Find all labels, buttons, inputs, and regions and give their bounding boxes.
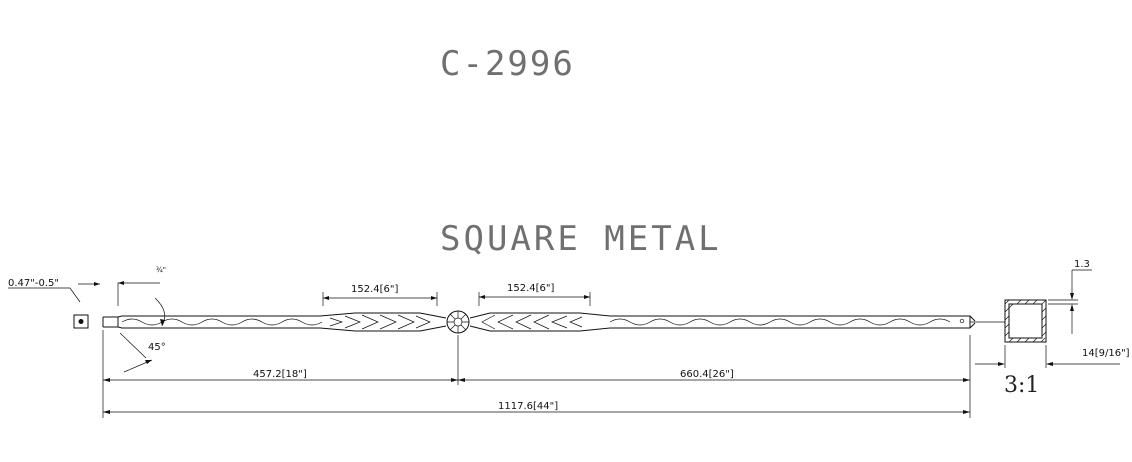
right-twist-length-label: 152.4[6"] — [507, 283, 554, 294]
overall-length-label: 1117.6[44"] — [498, 401, 558, 412]
scale-label: 3:1 — [1004, 373, 1039, 398]
left-segment-label: 457.2[18"] — [253, 369, 307, 380]
section-size-leader — [8, 287, 81, 303]
end-view-dot — [78, 319, 84, 324]
wall-thickness-label: 1.3 — [1074, 259, 1090, 270]
twist-right — [481, 314, 583, 330]
center-rosette — [446, 310, 470, 334]
section-size-label: 0.47"-0.5" — [8, 278, 59, 289]
bar-outline-right-bottom — [469, 322, 976, 332]
end-small-label: ¾" — [156, 266, 166, 274]
tube-section — [1004, 299, 1047, 343]
bar-outline-bottom — [103, 325, 447, 332]
end-dim-line — [117, 282, 160, 306]
twist-left — [329, 314, 431, 330]
left-twist-length-label: 152.4[6"] — [351, 284, 398, 295]
bar-outline-right-top — [469, 312, 976, 322]
part-number: C-2996 — [440, 44, 575, 84]
angle-label: 45° — [148, 342, 166, 353]
end-view-square — [73, 314, 89, 329]
tube-size-label: 14[9/16"] — [1082, 348, 1130, 359]
right-segment-label: 660.4[26"] — [680, 369, 734, 380]
bar-outline-top — [103, 312, 447, 319]
material-title: SQUARE METAL — [440, 219, 722, 259]
bar-wave-right — [609, 318, 951, 326]
bar-wave-left — [121, 318, 323, 326]
